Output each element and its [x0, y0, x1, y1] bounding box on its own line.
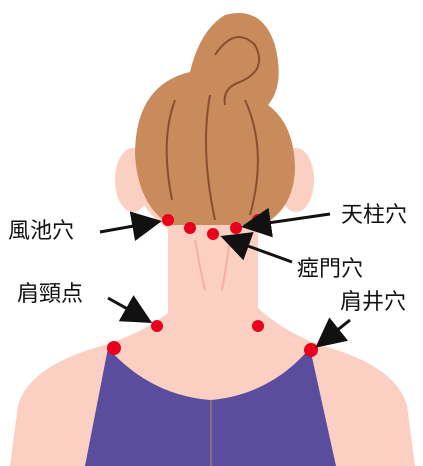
label-kensei: 肩井穴: [340, 292, 406, 314]
label-kenkei: 肩頸点: [17, 284, 83, 306]
arrow-fuchi: [100, 222, 156, 232]
point-kensei-left: [107, 341, 121, 355]
point-kenkei-left: [151, 320, 163, 332]
point-kenkei-right: [252, 320, 264, 332]
point-amon: [207, 228, 219, 240]
label-amon: 瘂門穴: [297, 259, 363, 281]
point-tenchu-left: [184, 222, 196, 234]
point-tenchu-right: [230, 222, 242, 234]
label-tenchu: 天柱穴: [341, 205, 407, 227]
label-fuchi: 風池穴: [8, 221, 74, 243]
arrow-kenkei: [108, 298, 147, 320]
arrow-kensei: [320, 320, 350, 344]
point-kensei-right: [304, 343, 318, 357]
point-fuchi-left: [162, 214, 174, 226]
hair: [135, 13, 295, 225]
